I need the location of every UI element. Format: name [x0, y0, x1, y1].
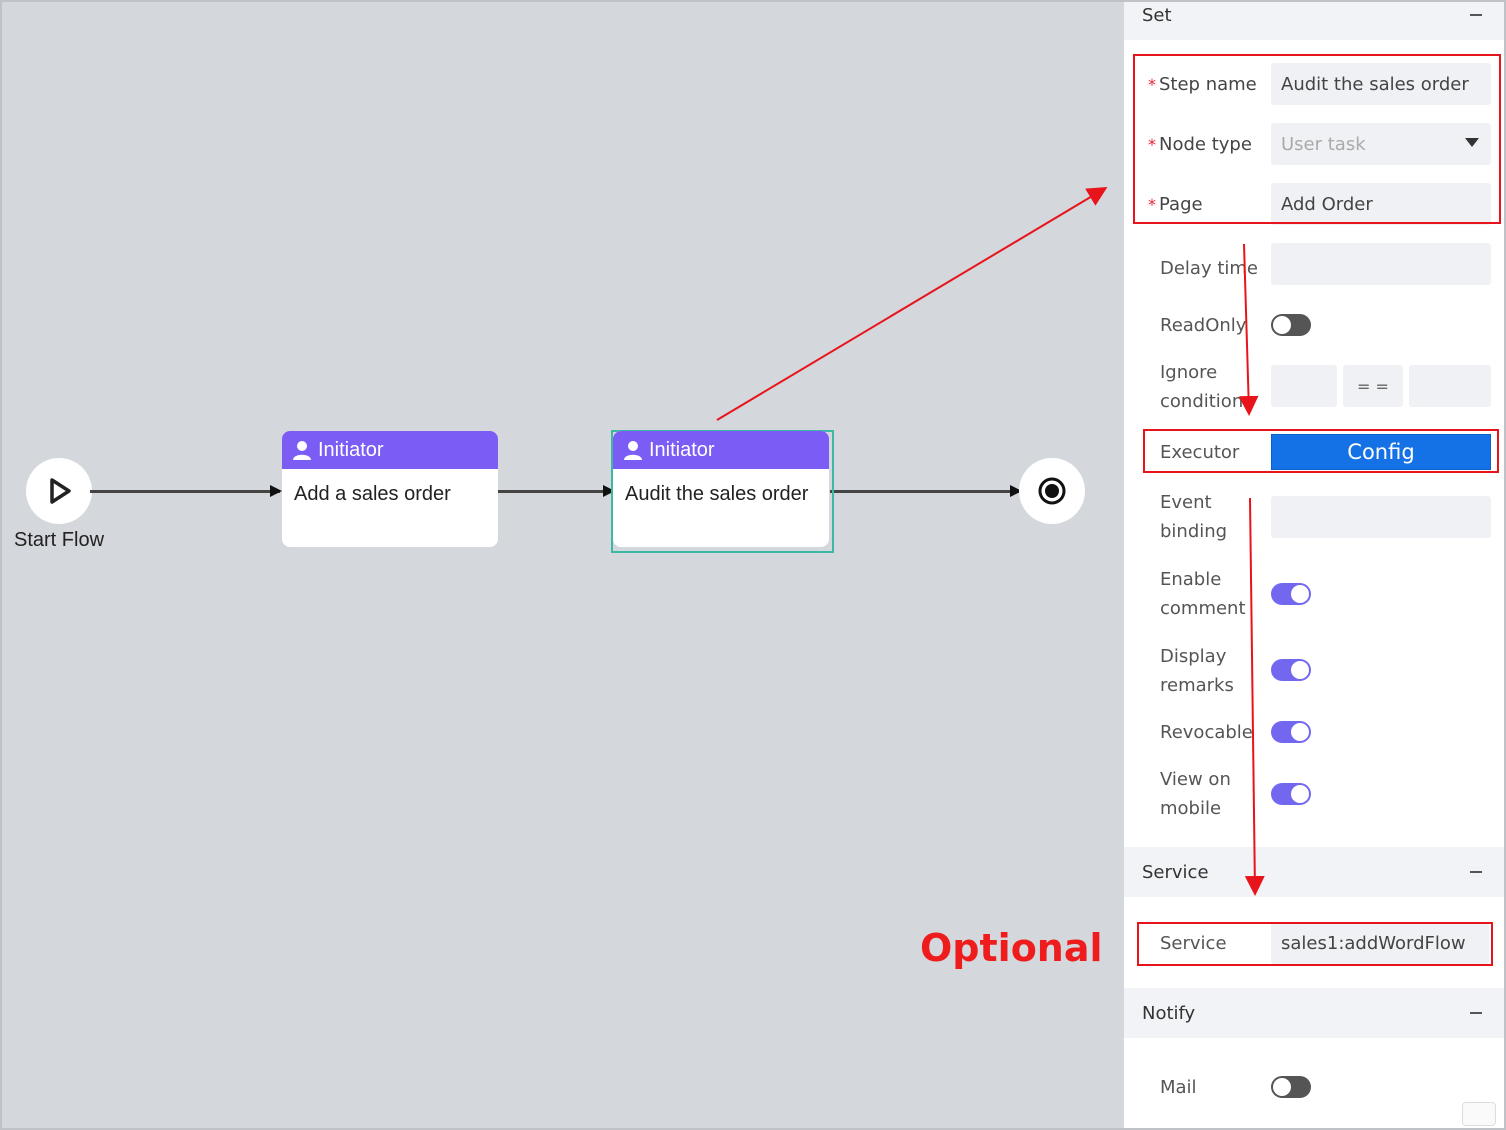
flow-node-add-order[interactable]: Initiator Add a sales order	[282, 431, 498, 547]
step-name-label: *Step name	[1148, 74, 1257, 95]
section-title: Notify	[1142, 1002, 1196, 1024]
step-name-input[interactable]: Audit the sales order	[1271, 63, 1491, 105]
section-title: Set	[1142, 4, 1172, 26]
collapse-icon[interactable]	[1470, 871, 1482, 873]
play-icon	[50, 478, 71, 504]
ignore-condition-label: Ignore condition	[1160, 362, 1244, 412]
properties-panel: Set *Step name Audit the sales order *No…	[1124, 0, 1504, 1128]
delay-time-label: Delay time	[1160, 258, 1259, 279]
condition-operator-select[interactable]: = =	[1343, 365, 1403, 407]
view-on-mobile-toggle[interactable]	[1271, 783, 1311, 805]
stop-icon	[1038, 477, 1066, 505]
flow-edge[interactable]	[90, 485, 282, 497]
enable-comment-label: Enable comment	[1160, 569, 1246, 619]
section-header-service[interactable]: Service	[1124, 847, 1504, 897]
start-node-label: Start Flow	[14, 529, 105, 551]
mail-label: Mail	[1160, 1077, 1197, 1098]
node-role: Initiator	[318, 438, 384, 461]
node-header: Initiator	[282, 431, 498, 469]
section-header-notify[interactable]: Notify	[1124, 988, 1504, 1038]
end-node[interactable]	[1019, 458, 1085, 524]
node-type-placeholder: User task	[1281, 133, 1366, 155]
flow-node-audit-order[interactable]: Initiator Audit the sales order	[613, 431, 829, 547]
node-title: Audit the sales order	[625, 483, 809, 505]
node-type-select[interactable]: User task	[1271, 123, 1491, 165]
delay-time-input[interactable]	[1271, 243, 1491, 285]
service-input[interactable]: sales1:addWordFlow	[1271, 922, 1489, 964]
section-title: Service	[1142, 861, 1209, 883]
page-input[interactable]: Add Order	[1271, 183, 1491, 225]
display-remarks-label: Display remarks	[1160, 646, 1234, 696]
event-binding-label: Event binding	[1160, 492, 1228, 542]
revocable-label: Revocable	[1160, 722, 1253, 743]
event-binding-input[interactable]	[1271, 496, 1491, 538]
collapse-icon[interactable]	[1470, 14, 1482, 16]
node-title: Add a sales order	[294, 483, 451, 505]
scroll-handle-icon[interactable]	[1462, 1102, 1496, 1126]
user-icon	[293, 441, 311, 460]
annotation-box-executor	[1143, 429, 1499, 473]
revocable-toggle[interactable]	[1271, 721, 1311, 743]
flow-edge[interactable]	[497, 485, 615, 497]
service-label: Service	[1160, 933, 1227, 954]
display-remarks-toggle[interactable]	[1271, 659, 1311, 681]
condition-right-input[interactable]	[1409, 365, 1491, 407]
mail-toggle[interactable]	[1271, 1076, 1311, 1098]
node-header: Initiator	[613, 431, 829, 469]
start-node[interactable]	[26, 458, 92, 524]
executor-label: Executor	[1160, 442, 1240, 463]
node-role: Initiator	[649, 438, 715, 461]
executor-config-button[interactable]: Config	[1271, 434, 1491, 470]
section-header-set[interactable]: Set	[1124, 0, 1504, 40]
collapse-icon[interactable]	[1470, 1012, 1482, 1014]
page-label: *Page	[1148, 194, 1203, 215]
user-icon	[624, 441, 642, 460]
flow-edge[interactable]	[830, 485, 1022, 497]
readonly-label: ReadOnly	[1160, 315, 1247, 336]
annotation-box-service	[1137, 922, 1493, 966]
view-on-mobile-label: View on mobile	[1160, 769, 1231, 819]
annotation-box-required-fields	[1133, 54, 1501, 224]
condition-left-input[interactable]	[1271, 365, 1337, 407]
node-type-label: *Node type	[1148, 134, 1252, 155]
chevron-down-icon	[1465, 138, 1479, 147]
enable-comment-toggle[interactable]	[1271, 583, 1311, 605]
optional-annotation: Optional	[920, 926, 1103, 970]
readonly-toggle[interactable]	[1271, 314, 1311, 336]
